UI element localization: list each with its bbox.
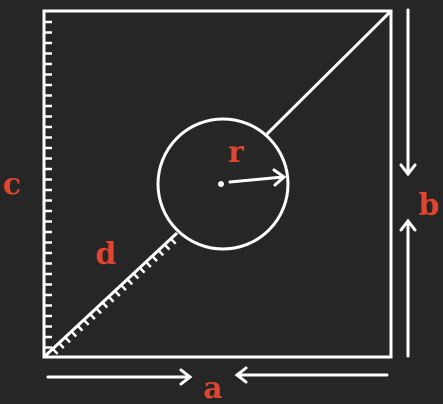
diagonal-upper-segment [265,9,393,136]
tick-mark [138,266,146,274]
side-b-top-arrow [399,8,417,177]
tick-mark [58,342,65,349]
tick-mark [151,255,158,263]
side-a-right-arrow [234,366,389,384]
square-outline [42,9,393,359]
diagonal-lower-segment [42,231,179,359]
label-a: a [203,371,222,404]
tick-mark [120,284,127,292]
tick-mark [76,324,84,332]
label-c: c [3,167,21,202]
label-b: b [419,188,440,223]
tick-mark [132,272,140,280]
inscribed-circle [156,117,290,251]
tick-mark [157,249,165,257]
tick-mark [145,261,152,268]
tick-mark [114,290,121,297]
label-r: r [228,135,245,170]
label-d: d [96,237,117,272]
tick-mark [107,295,115,303]
side-c-tick-marks [44,20,52,349]
tick-mark [101,301,109,309]
tick-mark [169,237,177,245]
tick-mark [163,243,171,251]
tick-mark [95,307,102,315]
side-a-left-arrow [46,368,193,386]
tick-mark [126,278,134,286]
tick-mark [64,336,71,344]
radius-arrow [228,168,287,187]
tick-mark [70,330,78,338]
tick-mark [89,313,96,321]
side-b-bottom-arrow [399,218,417,358]
tick-mark [82,318,90,326]
circle-center-dot [218,181,224,187]
diagonal-d-tick-marks [51,237,177,355]
tick-mark [51,347,59,355]
